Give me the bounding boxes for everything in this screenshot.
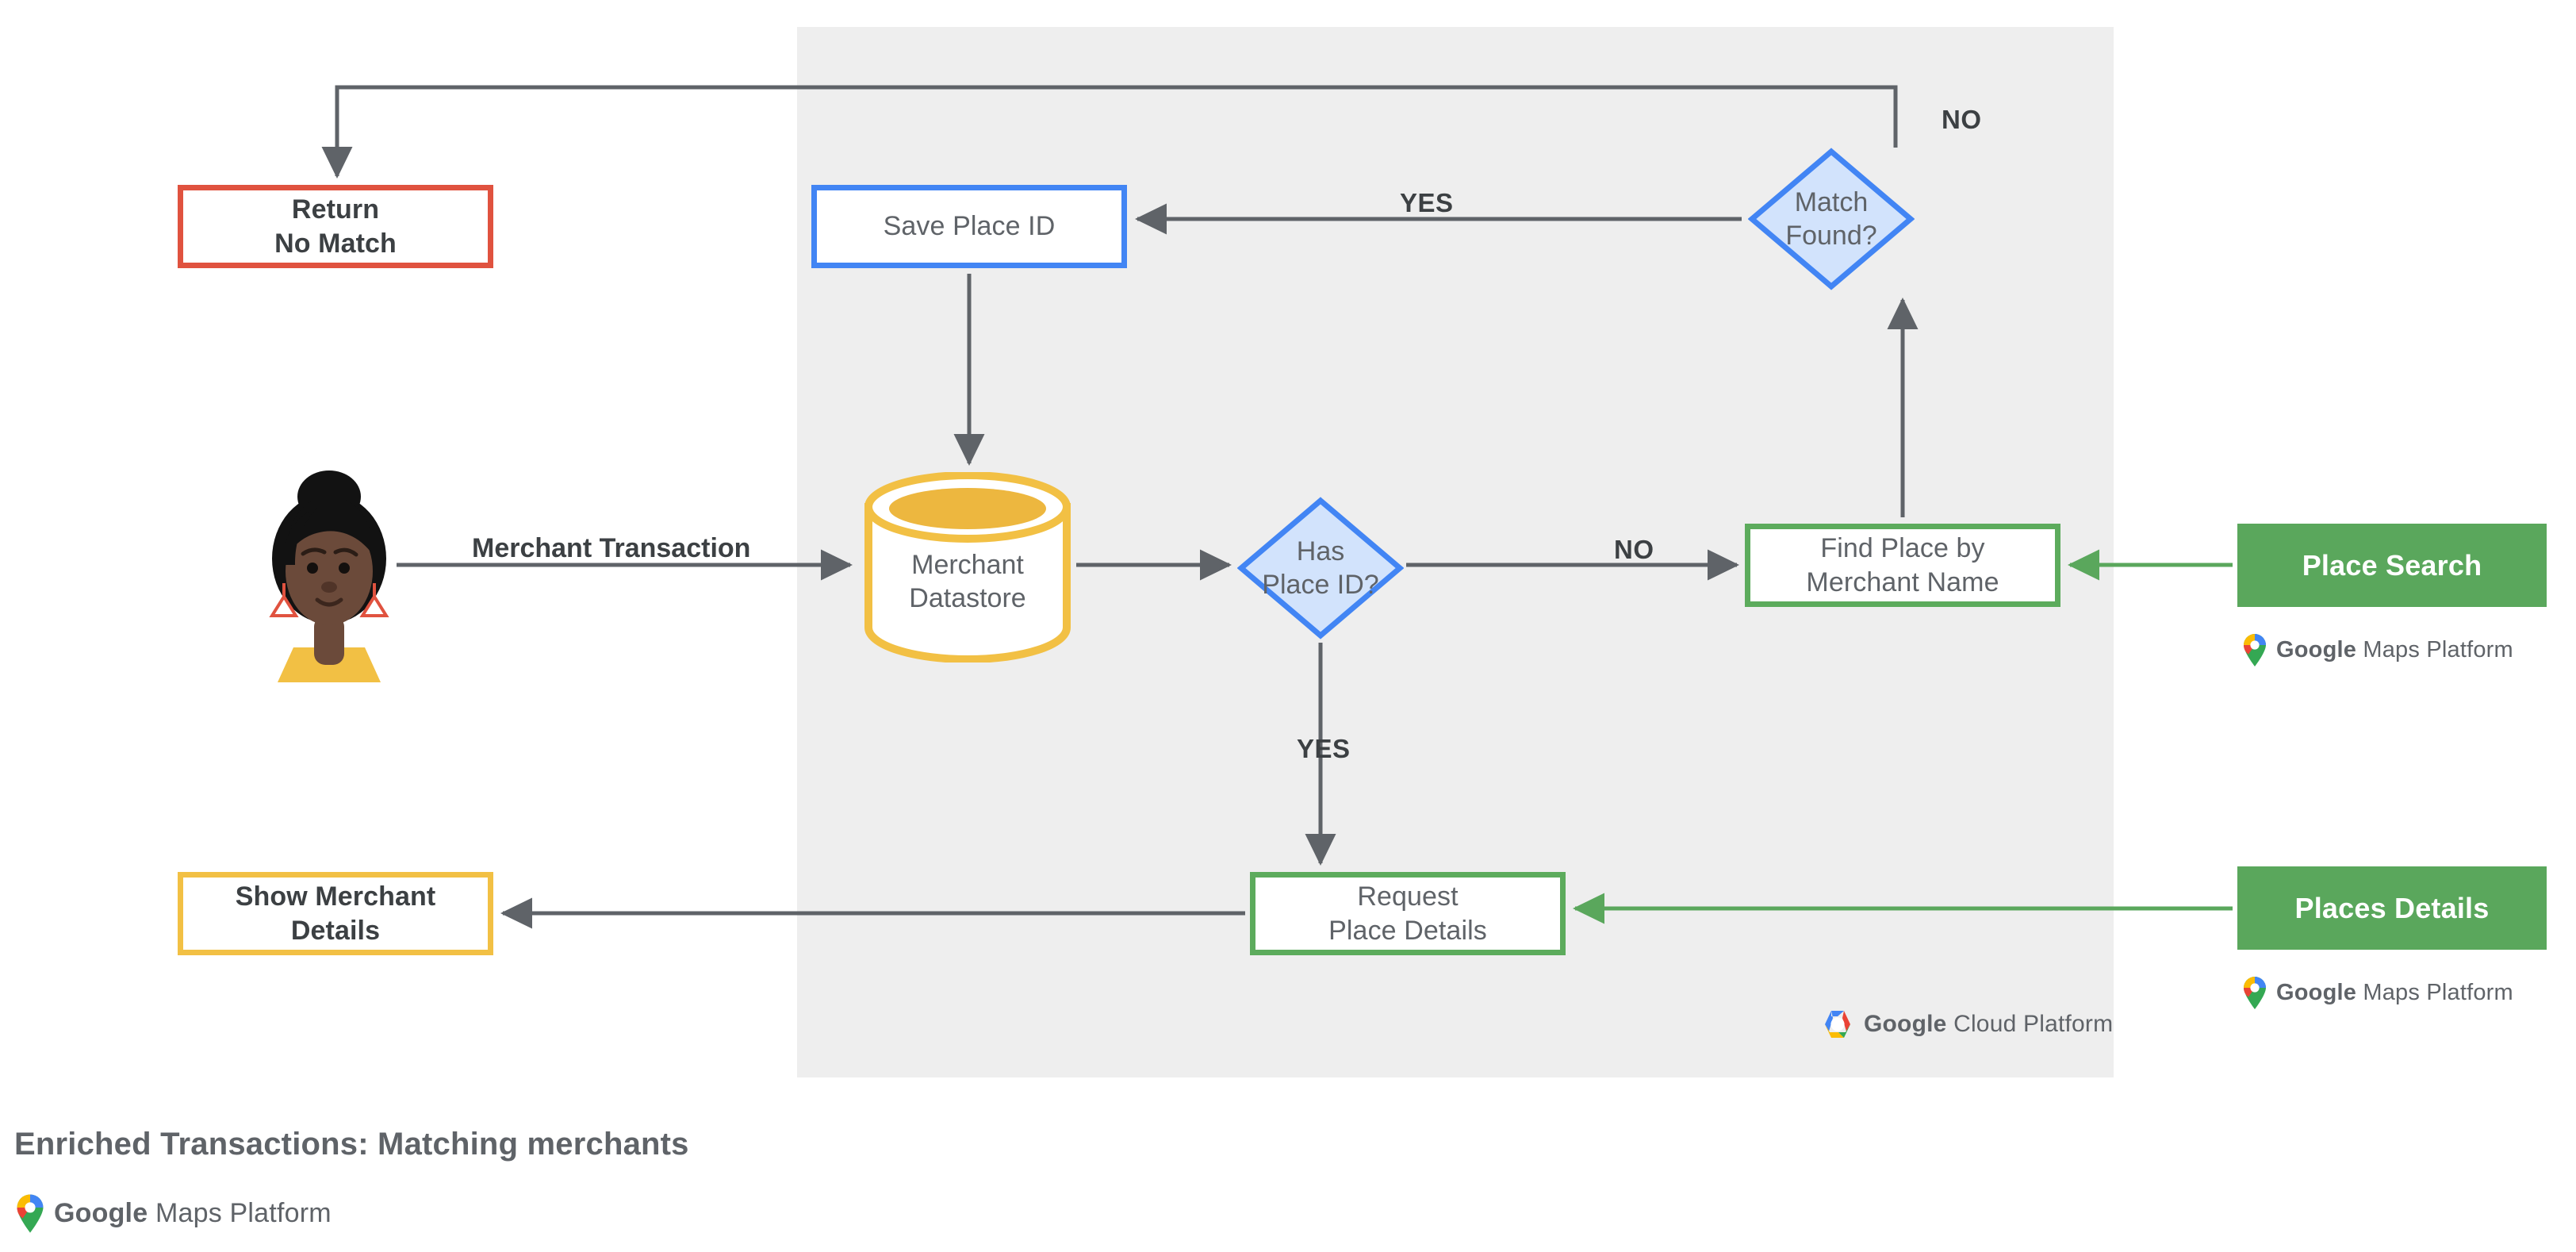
api-button-place-search-label: Place Search xyxy=(2302,548,2482,582)
node-match-found[interactable]: Match Found? xyxy=(1748,148,1915,290)
datastore-body xyxy=(864,503,1071,663)
edge-label-match-found-no: NO xyxy=(1942,105,1982,134)
api-button-place-search[interactable]: Place Search xyxy=(2237,524,2547,607)
avatar-nose xyxy=(321,582,337,593)
node-request-place-details-label: Request Place Details xyxy=(1328,881,1487,946)
avatar-eye-right xyxy=(339,563,350,574)
node-request-place-details[interactable]: Request Place Details xyxy=(1250,872,1566,955)
node-has-place-id[interactable]: Has Place ID? xyxy=(1237,497,1404,639)
node-find-place-by-merchant-name-label: Find Place by Merchant Name xyxy=(1806,533,1999,597)
node-save-place-id[interactable]: Save Place ID xyxy=(811,185,1127,268)
diamond-shape xyxy=(1237,497,1404,639)
avatar-earring-left xyxy=(269,593,299,617)
diamond-shape xyxy=(1748,148,1915,290)
google-maps-pin-icon xyxy=(2243,634,2266,666)
google-maps-platform-wordmark: Google Maps Platform xyxy=(54,1197,332,1228)
node-has-place-id-label: Has Place ID? xyxy=(1262,536,1379,600)
avatar-eyebrow-right xyxy=(333,547,358,557)
node-save-place-id-label: Save Place ID xyxy=(883,211,1056,242)
google-maps-platform-lockup: Google Maps Platform xyxy=(2241,975,2513,1010)
node-show-merchant-details-label: Show Merchant Details xyxy=(235,881,436,946)
avatar-neck xyxy=(314,616,344,665)
avatar-face xyxy=(286,517,373,625)
merchant-customer-avatar xyxy=(262,460,397,682)
datastore-top-disc xyxy=(889,488,1046,529)
google-cloud-hexagon-icon xyxy=(1825,1011,1850,1038)
google-maps-platform-lockup: Google Maps Platform xyxy=(2241,632,2513,667)
google-maps-platform-lockup-footer: Google Maps Platform xyxy=(14,1192,332,1234)
avatar-hair-side xyxy=(283,508,317,565)
edge-label-has-place-id-yes: YES xyxy=(1297,734,1351,763)
google-maps-platform-wordmark: Google Maps Platform xyxy=(2276,636,2513,662)
api-button-places-details[interactable]: Places Details xyxy=(2237,866,2547,950)
node-match-found-label: Match Found? xyxy=(1785,186,1877,251)
node-return-no-match[interactable]: Return No Match xyxy=(178,185,493,268)
node-merchant-datastore[interactable]: Merchant Datastore xyxy=(861,471,1075,663)
avatar-eye-left xyxy=(307,563,318,574)
node-show-merchant-details[interactable]: Show Merchant Details xyxy=(178,872,493,955)
edge-label-match-found-yes: YES xyxy=(1400,188,1454,217)
avatar-mouth xyxy=(315,597,343,607)
node-return-no-match-label: Return No Match xyxy=(274,194,397,259)
edge-label-merchant-transaction: Merchant Transaction xyxy=(472,533,751,563)
google-maps-platform-wordmark: Google Maps Platform xyxy=(2276,979,2513,1005)
node-find-place-by-merchant-name[interactable]: Find Place by Merchant Name xyxy=(1745,524,2060,607)
avatar-eyebrow-left xyxy=(301,547,327,556)
node-merchant-datastore-label: Merchant Datastore xyxy=(909,550,1026,614)
google-cloud-platform-wordmark: Google Cloud Platform xyxy=(1864,1011,2114,1037)
edge-label-has-place-id-no: NO xyxy=(1614,535,1654,564)
google-maps-pin-icon xyxy=(2243,977,2266,1009)
diagram-caption: Enriched Transactions: Matching merchant… xyxy=(14,1127,689,1162)
api-button-places-details-label: Places Details xyxy=(2294,891,2490,924)
avatar-earring-right xyxy=(359,593,389,617)
google-cloud-platform-lockup: Google Cloud Platform xyxy=(1821,1009,2113,1039)
google-maps-pin-icon xyxy=(17,1194,44,1233)
